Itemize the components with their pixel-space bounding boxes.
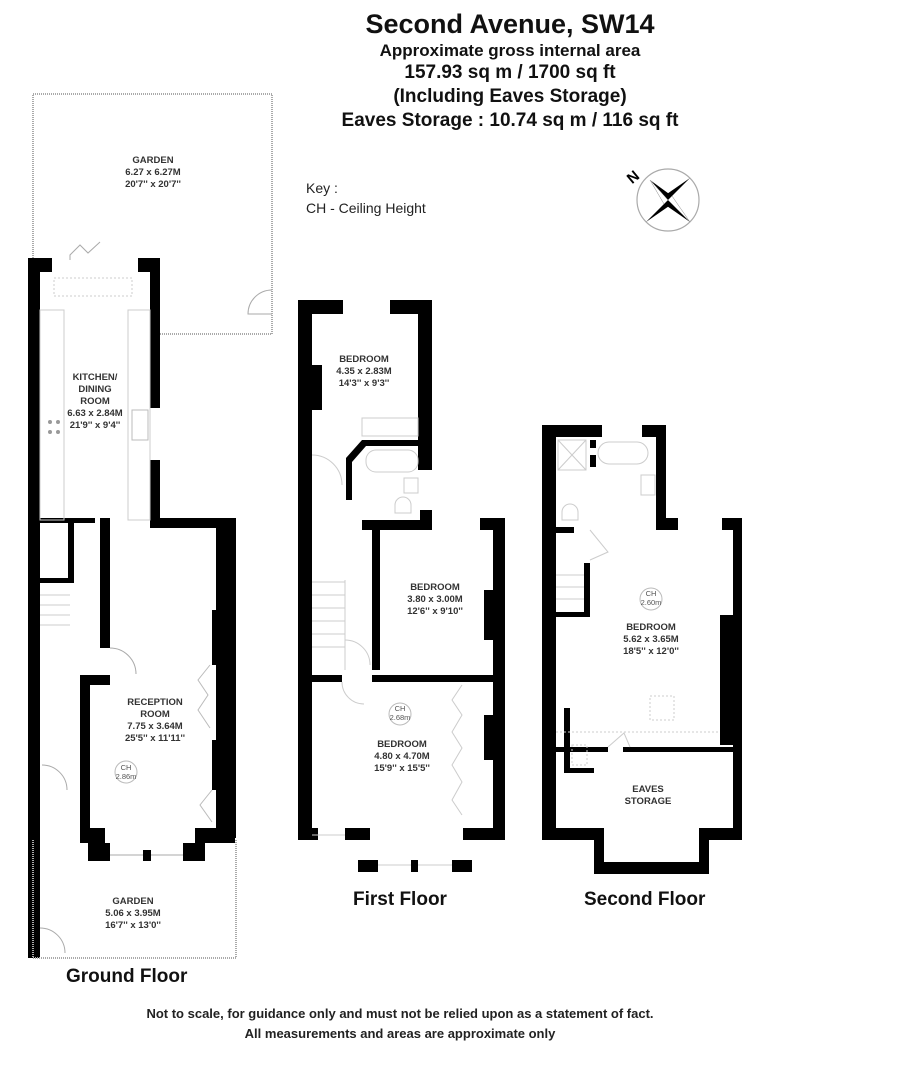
room-kitchen-imperial: 21'9'' x 9'4'' [70, 420, 121, 431]
room-bedroom-2-name: BEDROOM [410, 582, 460, 593]
area-subtitle: Approximate gross internal area [379, 41, 641, 60]
room-garden-front-metric: 5.06 x 3.95M [105, 908, 161, 919]
disclaimer-line-1: Not to scale, for guidance only and must… [146, 1006, 654, 1021]
room-kitchen-name3: ROOM [80, 396, 110, 407]
room-kitchen-name2: DINING [78, 384, 111, 395]
ceiling-height-label: CH [646, 589, 657, 598]
legend-key: Key : CH - Ceiling Height [306, 178, 426, 218]
room-bedroom-top-metric: 5.62 x 3.65M [623, 634, 679, 645]
disclaimer: Not to scale, for guidance only and must… [100, 1004, 700, 1044]
area-note: (Including Eaves Storage) [393, 86, 627, 107]
room-reception-metric: 7.75 x 3.64M [127, 721, 183, 732]
ceiling-height-label: CH [121, 763, 132, 772]
room-garden-rear-imperial: 20'7'' x 20'7'' [125, 179, 181, 190]
room-eaves-name2: STORAGE [625, 796, 672, 807]
room-bedroom-top-imperial: 18'5'' x 12'0'' [623, 646, 679, 657]
room-bedroom-3-metric: 4.80 x 4.70M [374, 751, 430, 762]
ceiling-height-value: 2.68m [390, 713, 411, 722]
ceiling-height-value: 2.86m [116, 772, 137, 781]
compass-rose-icon: N [624, 167, 700, 232]
key-title: Key : [306, 180, 338, 196]
ground-floor-plan: GARDEN 6.27 x 6.27M 20'7'' x 20'7'' KITC… [28, 93, 273, 959]
second-floor-plan: CH 2.60m BEDROOM 5.62 x 3.65M 18'5'' x 1… [542, 425, 742, 874]
room-reception-imperial: 25'5'' x 11'11'' [125, 733, 185, 744]
room-bedroom-2-imperial: 12'6'' x 9'10'' [407, 606, 463, 617]
room-bedroom-1-imperial: 14'3'' x 9'3'' [339, 378, 390, 389]
ceiling-height-value: 2.60m [641, 598, 662, 607]
room-garden-rear-metric: 6.27 x 6.27M [125, 167, 181, 178]
disclaimer-line-2: All measurements and areas are approxima… [244, 1026, 556, 1041]
first-floor-plan: BEDROOM 4.35 x 2.83M 14'3'' x 9'3'' BEDR… [298, 300, 505, 872]
room-bedroom-top-name: BEDROOM [626, 622, 676, 633]
key-item-ceiling-height: CH - Ceiling Height [306, 200, 426, 216]
floor-label-ground: Ground Floor [66, 966, 188, 987]
property-title: Second Avenue, SW14 [365, 9, 655, 39]
ceiling-height-label: CH [395, 704, 406, 713]
room-bedroom-3-name: BEDROOM [377, 739, 427, 750]
room-reception-name2: ROOM [140, 709, 170, 720]
room-garden-rear-name: GARDEN [132, 155, 173, 166]
room-bedroom-1-name: BEDROOM [339, 354, 389, 365]
total-area: 157.93 sq m / 1700 sq ft [404, 62, 616, 83]
plan-header: Second Avenue, SW14 Approximate gross in… [300, 8, 720, 133]
room-kitchen-metric: 6.63 x 2.84M [67, 408, 123, 419]
room-garden-front-imperial: 16'7'' x 13'0'' [105, 920, 161, 931]
room-eaves-name: EAVES [632, 784, 664, 795]
room-bedroom-1-metric: 4.35 x 2.83M [336, 366, 392, 377]
room-kitchen-name: KITCHEN/ [73, 372, 118, 383]
room-garden-front-name: GARDEN [112, 896, 153, 907]
room-bedroom-3-imperial: 15'9'' x 15'5'' [374, 763, 430, 774]
north-label: N [624, 167, 643, 187]
room-bedroom-2-metric: 3.80 x 3.00M [407, 594, 463, 605]
floor-label-first: First Floor [353, 889, 447, 910]
eaves-area: Eaves Storage : 10.74 sq m / 116 sq ft [341, 110, 679, 131]
floor-label-second: Second Floor [584, 889, 706, 910]
room-reception-name: RECEPTION [127, 697, 183, 708]
